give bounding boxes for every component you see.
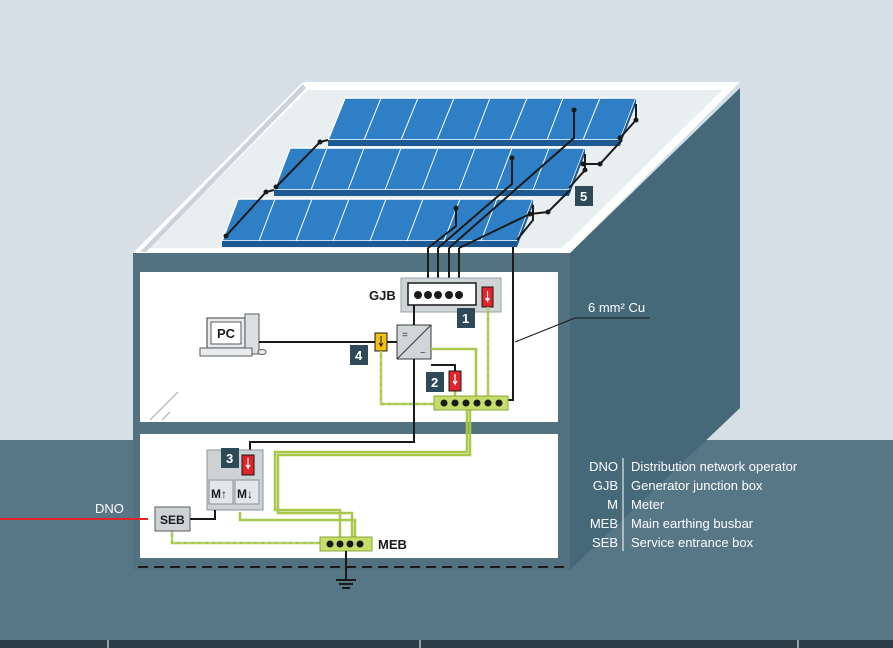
legend-abbr-dno: DNO — [589, 459, 618, 474]
generator-junction-box — [400, 277, 502, 313]
callout-1: 1 — [457, 308, 475, 328]
legend-abbr-meb: MEB — [590, 516, 618, 531]
solar-panel-row-2 — [272, 147, 587, 196]
legend-desc-m: Meter — [631, 497, 665, 512]
callout-1-text: 1 — [462, 311, 469, 326]
gjb-label: GJB — [369, 288, 396, 303]
pc-icon — [199, 313, 267, 357]
legend-abbr-m: M — [607, 497, 618, 512]
legend-desc-gjb: Generator junction box — [631, 478, 763, 493]
callout-3-text: 3 — [226, 451, 233, 466]
legend: DNO Distribution network operator GJB Ge… — [589, 458, 798, 551]
meter-consumption-label: M↓ — [237, 487, 253, 501]
seb-label: SEB — [160, 513, 185, 527]
meter-feed-in-label: M↑ — [211, 487, 227, 501]
svg-text:=: = — [402, 330, 408, 341]
inverter: = ~ — [396, 324, 432, 360]
cable-label: 6 mm² Cu — [588, 300, 645, 315]
callout-4-text: 4 — [355, 348, 363, 363]
callout-3: 3 — [221, 448, 239, 468]
pc-label: PC — [217, 326, 236, 341]
legend-desc-seb: Service entrance box — [631, 535, 754, 550]
ground-symbol-icon — [336, 579, 356, 589]
equipotential-busbar — [433, 395, 509, 411]
main-earthing-busbar — [319, 536, 373, 552]
callout-2: 2 — [426, 372, 444, 392]
building-side-wall — [570, 88, 740, 570]
callout-2-text: 2 — [431, 375, 438, 390]
legend-desc-dno: Distribution network operator — [631, 459, 798, 474]
meb-label: MEB — [378, 537, 407, 552]
callout-4: 4 — [350, 345, 368, 365]
solar-panel-row-1 — [326, 97, 638, 146]
legend-desc-meb: Main earthing busbar — [631, 516, 754, 531]
bottom-strip — [0, 640, 893, 648]
callout-5: 5 — [575, 186, 593, 206]
dno-label: DNO — [95, 501, 124, 516]
svg-text:~: ~ — [420, 348, 426, 359]
callout-5-text: 5 — [580, 189, 587, 204]
legend-abbr-gjb: GJB — [593, 478, 618, 493]
legend-abbr-seb: SEB — [592, 535, 618, 550]
